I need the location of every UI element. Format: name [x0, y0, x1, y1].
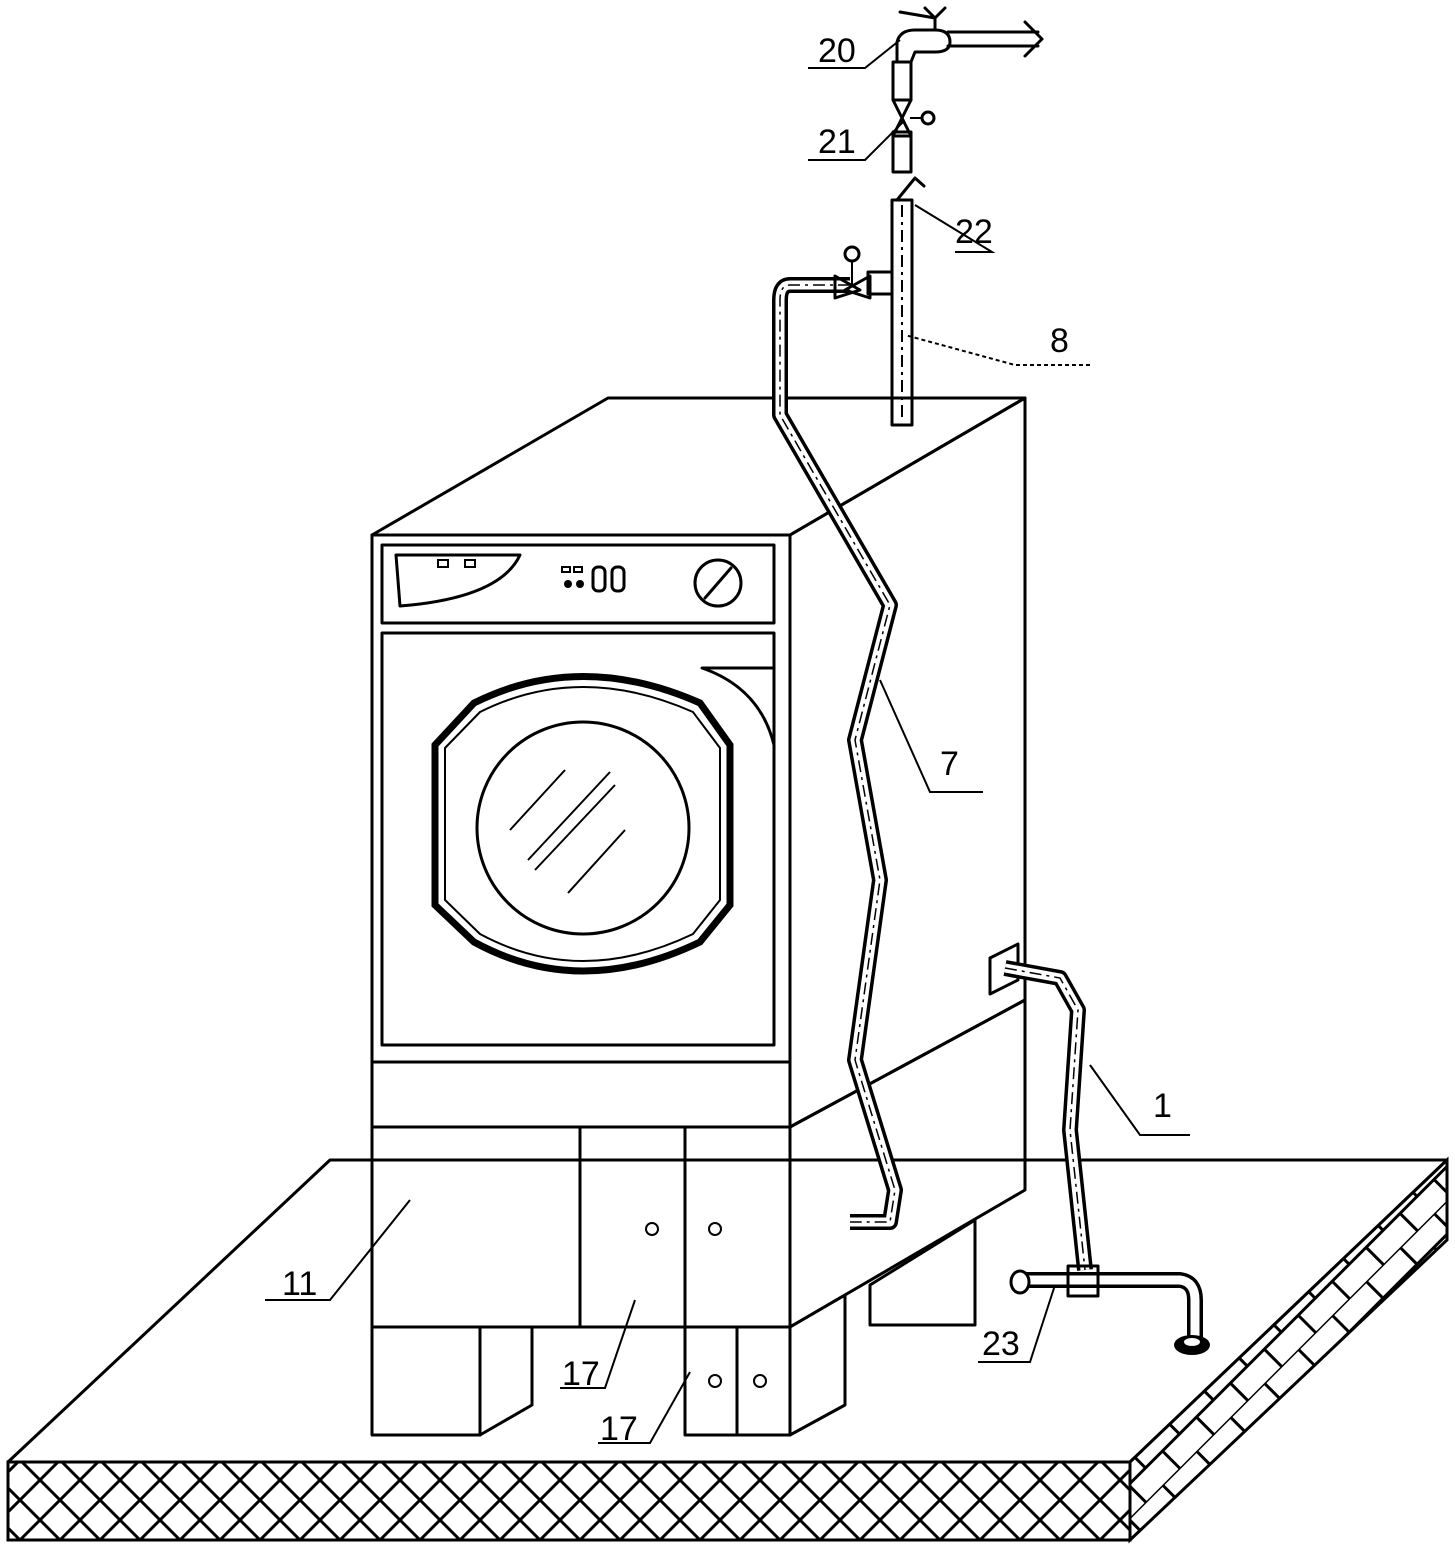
label-20: 20	[818, 32, 856, 70]
hose-7	[772, 277, 903, 1230]
display-digits	[561, 565, 626, 593]
label-11: 11	[282, 1265, 317, 1303]
label-8: 8	[1050, 322, 1069, 360]
door-porthole	[431, 673, 734, 975]
label-17-lower: 17	[600, 1410, 638, 1448]
hose-1	[988, 942, 1093, 1271]
washing-machine	[370, 396, 1027, 1129]
valve-21	[891, 98, 936, 174]
label-21: 21	[818, 123, 856, 161]
pipe-8	[833, 176, 926, 427]
control-knob	[693, 558, 743, 608]
label-17-upper: 17	[562, 1355, 600, 1393]
reference-labels: 20 21 22 8 7 1 11 17 17 23	[282, 32, 1172, 1448]
label-23: 23	[982, 1325, 1020, 1363]
tee-23	[1009, 1264, 1210, 1355]
label-22: 22	[955, 213, 993, 251]
base-cabinet	[370, 998, 1027, 1437]
label-7: 7	[940, 745, 959, 783]
faucet-20	[891, 6, 1044, 102]
leader-lines	[265, 39, 1190, 1444]
floor-slab	[6, 1156, 1449, 1544]
label-1: 1	[1153, 1087, 1172, 1125]
